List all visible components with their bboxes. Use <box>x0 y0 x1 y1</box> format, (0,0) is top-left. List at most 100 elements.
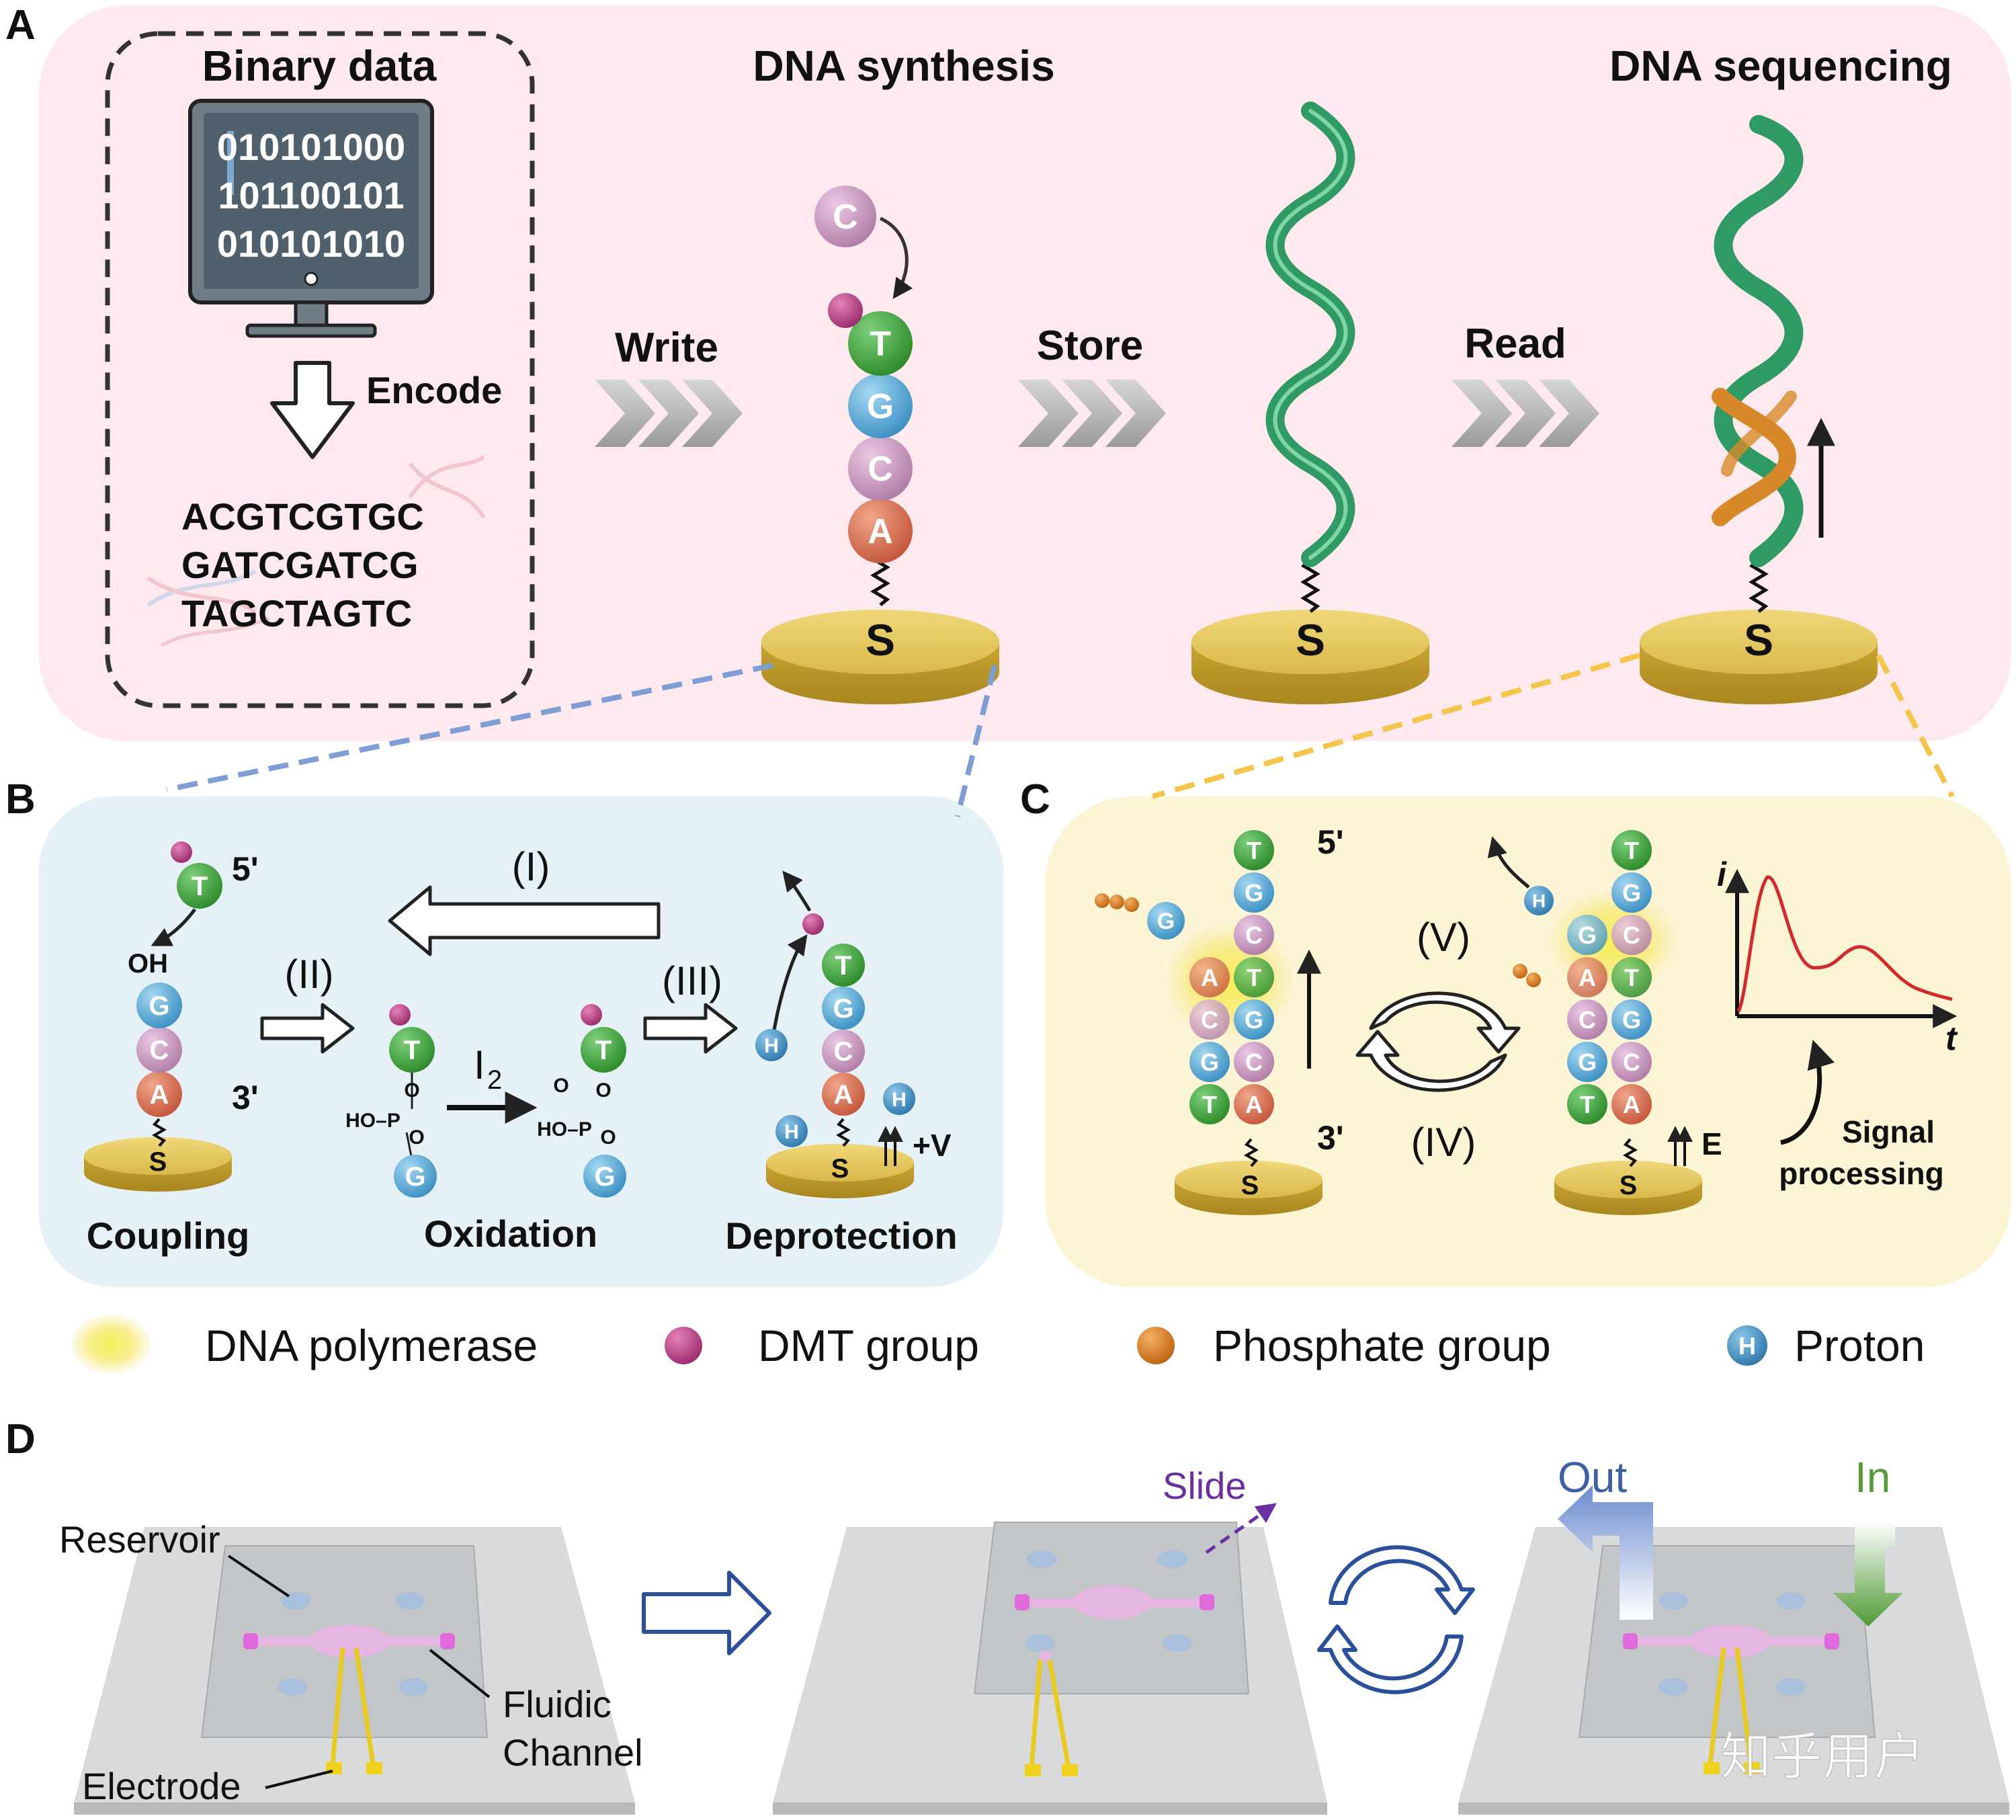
binary-data-box: Binary data 010101000 101100101 01010101… <box>105 31 535 708</box>
electrode-pointer <box>265 1770 333 1789</box>
svg-text:G: G <box>405 1162 425 1192</box>
transition-arrow-icon <box>642 1571 771 1655</box>
legend: DNA polymerase DMT group Phosphate group… <box>71 1314 1925 1374</box>
read-label: Read <box>1464 321 1566 367</box>
dmt-group-icon <box>828 293 863 328</box>
legend-dmt-icon <box>665 1327 702 1364</box>
watermark-text: 知乎用户 <box>1720 1729 1925 1786</box>
binary-data-title: Binary data <box>202 42 437 90</box>
step-i-arrow-icon <box>388 885 661 956</box>
phosphate-molecule: T O O HO–P O G <box>537 1004 626 1198</box>
panel-letter-a: A <box>5 2 36 48</box>
deprotection-scheme: S A C G T H H H +V <box>755 870 952 1198</box>
svg-text:H: H <box>892 1089 907 1111</box>
svg-text:S: S <box>1241 1171 1259 1200</box>
fluidic-label-1: Fluidic <box>503 1683 612 1725</box>
in-label: In <box>1855 1453 1890 1501</box>
base-a <box>848 499 913 563</box>
fluidic-label-2: Channel <box>503 1731 643 1774</box>
oh-label: OH <box>128 949 168 979</box>
step-iii-label: (III) <box>662 958 722 1003</box>
gold-electrode-2 <box>1191 610 1429 704</box>
sequencing-right-stack: S A C G T C G T T G C A G H E <box>1487 830 1722 1215</box>
sequencing-left-stack: S A C G T C G T T G C A G 5' 3' <box>1095 823 1344 1215</box>
svg-text:T: T <box>1247 837 1261 864</box>
connector-c-left <box>1151 653 1641 799</box>
base-t <box>848 311 913 376</box>
svg-text:A: A <box>1579 964 1596 991</box>
incoming-base-c <box>814 185 876 247</box>
reservoir-label: Reservoir <box>59 1518 220 1561</box>
dna-row-1: ACGTCGTGC <box>181 495 424 538</box>
binary-row-1: 010101000 <box>217 126 405 168</box>
encode-label: Encode <box>366 369 502 411</box>
cycle-arrows-d-icon <box>1317 1545 1475 1694</box>
gold-electrode-1 <box>761 610 999 704</box>
proton-icon <box>755 1029 788 1061</box>
legend-proton-icon <box>1727 1325 1767 1366</box>
base-label-a: A <box>868 512 893 551</box>
electrode-label: Electrode <box>82 1765 241 1807</box>
panel-b-background <box>39 796 1003 1287</box>
surface-label-2: S <box>1296 615 1325 665</box>
computer-monitor-icon <box>188 99 434 338</box>
svg-text:O: O <box>409 1126 424 1149</box>
reservoir-pointer <box>227 1555 290 1598</box>
svg-text:G: G <box>1245 879 1263 907</box>
encode-arrow-icon <box>270 361 355 459</box>
svg-text:H: H <box>1738 1332 1756 1360</box>
svg-text:C: C <box>834 1037 853 1067</box>
current-trace <box>1736 875 1953 1013</box>
panel-letter-c: C <box>1020 776 1050 823</box>
connector-b-left <box>166 663 773 792</box>
store-chevrons-icon <box>1018 380 1166 447</box>
chip-2 <box>773 1522 1327 1815</box>
gold-electrode-3 <box>1640 610 1878 704</box>
svg-text:H: H <box>1532 891 1546 911</box>
base-label-g: G <box>867 387 894 426</box>
write-chevrons-icon <box>595 380 743 447</box>
dna-sequencing-title: DNA sequencing <box>1609 42 1952 90</box>
svg-text:O: O <box>553 1075 569 1097</box>
chip-1 <box>74 1527 635 1815</box>
legend-proton-label: Proton <box>1794 1321 1925 1370</box>
out-arrow-icon <box>1558 1485 1653 1620</box>
deprotection-label: Deprotection <box>725 1214 957 1257</box>
iodine-label: I <box>474 1042 485 1087</box>
svg-text:C: C <box>1623 921 1640 949</box>
svg-text:A: A <box>1245 1091 1263 1118</box>
step-iv-label: (IV) <box>1411 1120 1476 1165</box>
x-axis-label: t <box>1945 1020 1958 1057</box>
surface-label-3: S <box>1744 615 1773 665</box>
five-prime-c: 5' <box>1317 823 1344 861</box>
binary-row-2: 101100101 <box>218 174 404 216</box>
synthesis-strand: A C G T C <box>814 185 913 563</box>
panel-letter-b: B <box>5 776 36 823</box>
base-label-t: T <box>870 325 891 364</box>
svg-text:C: C <box>1245 1048 1263 1076</box>
svg-text:T: T <box>1247 964 1261 991</box>
connector-b-right <box>955 665 997 817</box>
step-ii-arrow-icon <box>260 1003 355 1054</box>
base-label-c: C <box>868 450 893 489</box>
three-prime-b: 3' <box>232 1079 259 1116</box>
panel-c-background <box>1045 796 2011 1287</box>
svg-text:G: G <box>1200 1048 1219 1076</box>
svg-text:O: O <box>600 1126 616 1149</box>
slide-label: Slide <box>1163 1464 1247 1507</box>
read-chevrons-icon <box>1452 380 1599 447</box>
svg-text:G: G <box>1157 909 1175 934</box>
svg-text:G: G <box>1622 879 1641 907</box>
store-label: Store <box>1037 323 1143 369</box>
linker-3 <box>1749 556 1769 613</box>
oxidation-label: Oxidation <box>424 1212 597 1255</box>
legend-dmt-label: DMT group <box>758 1321 979 1370</box>
step-ii-label: (II) <box>284 952 333 997</box>
coupling-scheme: S A C G OH T 5' 3' <box>84 841 259 1192</box>
legend-polymerase-icon <box>71 1314 151 1374</box>
svg-text:G: G <box>1578 921 1597 949</box>
signal-plot: i t <box>1717 856 1958 1145</box>
binary-row-3: 010101010 <box>217 222 405 265</box>
legend-phosphate-label: Phosphate group <box>1213 1321 1551 1370</box>
